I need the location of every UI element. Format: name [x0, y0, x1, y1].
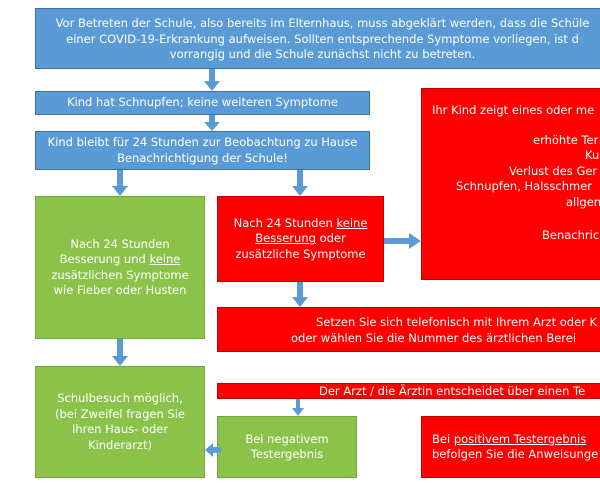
arrow-left-icon	[205, 443, 221, 457]
schulbesuch-line-4: Kinderarzt)	[88, 437, 152, 452]
schulbesuch-box: Schulbesuch möglich, (bei Zweifel fragen…	[35, 366, 205, 478]
arrow-right-icon	[384, 233, 421, 249]
schnupfen-box: Kind hat Schnupfen; keine weiteren Sympt…	[35, 91, 370, 115]
besserung-line-2: Besserung und keine	[36, 252, 204, 268]
positiv-line-1-text: Bei	[432, 431, 454, 446]
arrow-down-icon	[292, 170, 308, 196]
intro-line-2: einer COVID-19-Erkrankung aufweisen. Sol…	[66, 31, 579, 46]
keine-besserung-line-3: zusätzliche Symptome	[235, 246, 366, 261]
negativ-line-1: Bei negativem	[245, 431, 329, 446]
symptome-line-1: Ihr Kind zeigt eines oder me	[432, 103, 595, 117]
schulbesuch-line-1: Schulbesuch möglich,	[57, 391, 183, 405]
arzt-entscheidet-text: Der Arzt / die Ärztin entscheidet über e…	[319, 384, 586, 398]
negativ-line-2: Testergebnis	[250, 447, 324, 461]
schnupfen-text: Kind hat Schnupfen; keine weiteren Sympt…	[67, 95, 338, 109]
symptome-spacer	[422, 119, 600, 133]
arrow-down-icon	[204, 69, 220, 91]
keine-besserung-box: Nach 24 Stunden keine Besserung oder zus…	[217, 196, 384, 282]
schulbesuch-line-3: Ihren Haus- oder	[71, 422, 169, 436]
keine-besserung-line-1: Nach 24 Stunden keine	[218, 216, 383, 232]
besserung-line-2-text: Besserung und	[59, 252, 150, 266]
arrow-down-icon	[292, 282, 308, 307]
beobachtung-box: Kind bleibt für 24 Stunden zur Beobachtu…	[35, 131, 370, 170]
schulbesuch-line-2: (bei Zweifel fragen Sie	[55, 406, 185, 421]
keine-besserung-line-2-text: oder	[315, 231, 346, 246]
arzt-kontakt-line-2: oder wählen Sie die Nummer des ärztliche…	[291, 330, 577, 345]
besserung-keine-underlined: keine	[149, 252, 181, 266]
symptome-line-2: erhöhte Ter	[533, 132, 599, 147]
besserung-box: Nach 24 Stunden Besserung und keine zusä…	[35, 196, 205, 339]
keine-besserung-line-1-text: Nach 24 Stunden	[233, 215, 337, 230]
symptome-spacer-2	[422, 210, 600, 228]
symptome-line-7: Benachric	[542, 228, 600, 242]
besserung-line-1: Nach 24 Stunden	[70, 236, 170, 251]
arzt-kontakt-line-1: Setzen Sie sich telefonisch mit Ihrem Ar…	[316, 315, 598, 329]
positiv-underlined: positivem Testergebnis	[453, 431, 587, 446]
besserung-line-4: wie Fieber oder Husten	[53, 283, 187, 297]
keine-besserung-line-2: Besserung oder	[218, 231, 383, 247]
intro-line-3: vorrangig und die Schule zunächst nicht …	[169, 47, 476, 61]
positiv-box: Bei positivem Testergebnis befolgen Sie …	[421, 416, 600, 478]
intro-line-1: Vor Betreten der Schule, also bereits im…	[55, 16, 590, 30]
symptome-line-5: Schnupfen, Halsschmer	[456, 179, 593, 193]
arzt-kontakt-box: Setzen Sie sich telefonisch mit Ihrem Ar…	[217, 307, 600, 352]
arzt-entscheidet-box: Der Arzt / die Ärztin entscheidet über e…	[217, 383, 600, 399]
arrow-down-icon	[204, 115, 220, 131]
symptome-box: Ihr Kind zeigt eines oder me erhöhte Ter…	[421, 88, 600, 280]
besserung-line-3: zusätzlichen Symptome	[51, 267, 189, 282]
arrow-down-icon	[292, 399, 304, 416]
negativ-box: Bei negativem Testergebnis	[217, 416, 357, 478]
positiv-line-2: befolgen Sie die Anweisunge	[432, 447, 599, 461]
arrow-down-icon	[112, 339, 128, 366]
symptome-line-4: Verlust des Ger	[509, 163, 598, 178]
beobachtung-line-1: Kind bleibt für 24 Stunden zur Beobachtu…	[47, 135, 358, 149]
besserung-underlined: Besserung	[255, 231, 316, 246]
positiv-line-1: Bei positivem Testergebnis	[432, 432, 600, 448]
symptome-line-3: Ku	[585, 148, 600, 162]
beobachtung-line-2: Benachrichtigung der Schule!	[117, 150, 288, 165]
symptome-line-6: allgen	[566, 194, 600, 209]
keine-underlined: keine	[336, 215, 368, 230]
intro-box: Vor Betreten der Schule, also bereits im…	[35, 8, 600, 69]
arrow-down-icon	[112, 170, 128, 196]
